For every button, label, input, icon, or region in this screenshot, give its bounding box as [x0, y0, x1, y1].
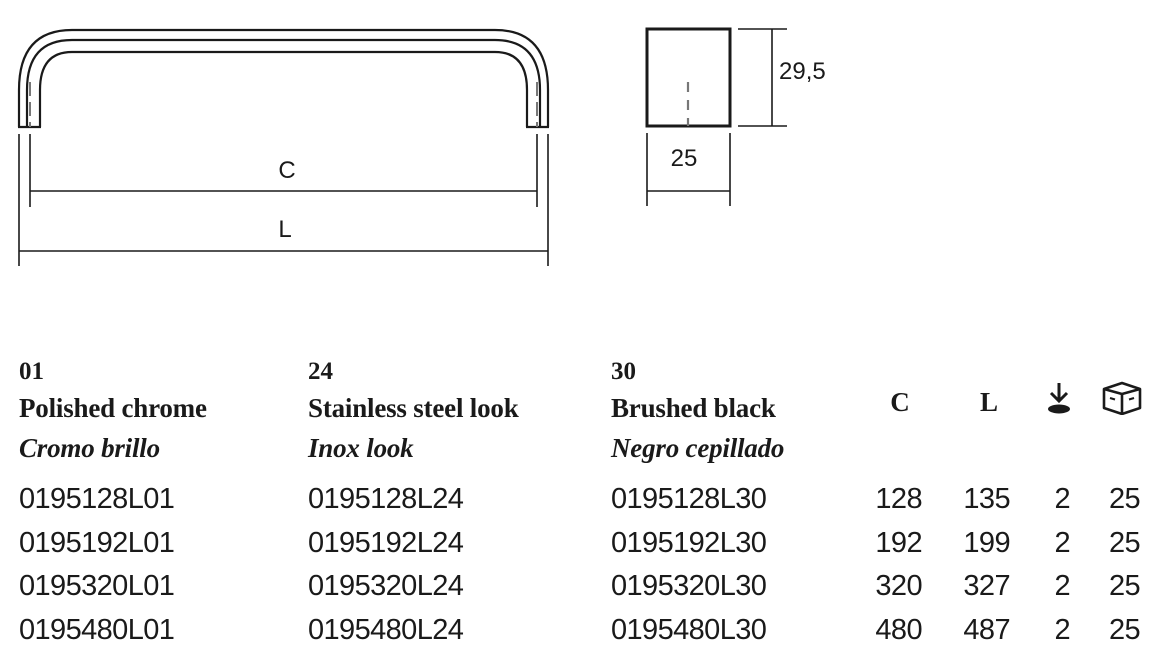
screws-value: 2	[1054, 526, 1070, 559]
finish-code: 30	[611, 358, 636, 385]
references-finish-01: 0195128L01 0195192L01 0195320L01 0195480…	[19, 478, 175, 652]
box-quantity-value: 25	[1108, 526, 1141, 559]
reference-code: 0195192L30	[611, 526, 767, 559]
l-value: 327	[963, 570, 1010, 602]
dimension-l-label: L	[278, 216, 291, 243]
finish-code: 01	[19, 358, 44, 385]
side-height-label: 29,5	[779, 58, 826, 85]
finish-code: 24	[308, 358, 333, 385]
finish-name-en: Stainless steel look	[308, 393, 519, 423]
reference-code: 0195480L30	[611, 613, 767, 646]
reference-code: 0195128L24	[308, 483, 464, 515]
screws-value: 2	[1054, 483, 1070, 515]
l-value: 135	[963, 483, 1010, 515]
finish-name-en: Polished chrome	[19, 393, 207, 423]
header-l: L	[979, 387, 998, 417]
column-screws-values: 2 2 2 2	[1030, 478, 1070, 652]
finish-name-en: Brushed black	[611, 393, 776, 423]
side-profile	[645, 27, 732, 128]
finish-column-30: 30 Brushed black Negro cepillado	[611, 352, 784, 468]
technical-drawing: C L 29,5 25	[17, 27, 826, 266]
references-finish-24: 0195128L24 0195192L24 0195320L24 0195480…	[308, 478, 464, 652]
references-finish-30: 0195128L30 0195192L30 0195320L30 0195480…	[611, 478, 767, 652]
box-quantity-value: 25	[1108, 613, 1141, 646]
handle-side-view: 29,5 25	[645, 27, 826, 206]
dimension-lines	[18, 134, 549, 266]
reference-code: 0195128L30	[611, 483, 767, 515]
package-box-icon	[1102, 381, 1142, 415]
center-lines	[29, 82, 538, 127]
reference-code: 0195480L01	[19, 613, 175, 646]
finish-name-es: Inox look	[308, 433, 414, 463]
reference-code: 0195192L01	[19, 526, 175, 559]
c-value: 480	[875, 613, 922, 646]
c-value: 128	[875, 483, 922, 515]
screws-value: 2	[1054, 570, 1070, 602]
c-value: 320	[875, 570, 922, 602]
handle-inner-contour	[38, 50, 529, 127]
reference-code: 0195320L01	[19, 570, 175, 602]
column-c-values: 128 192 320 480	[850, 478, 922, 652]
reference-code: 0195320L24	[308, 570, 464, 602]
screws-value: 2	[1054, 613, 1070, 646]
l-value: 487	[963, 613, 1010, 646]
box-quantity-value: 25	[1108, 570, 1141, 602]
finish-column-01: 01 Polished chrome Cromo brillo	[19, 352, 207, 468]
finish-column-24: 24 Stainless steel look Inox look	[308, 352, 519, 468]
reference-code: 0195128L01	[19, 483, 175, 515]
column-box-values: 25 25 25 25	[1090, 478, 1141, 652]
reference-code: 0195320L30	[611, 570, 767, 602]
reference-code: 0195192L24	[308, 526, 464, 559]
finish-name-es: Negro cepillado	[611, 433, 785, 463]
handle-outer-contour	[17, 28, 550, 127]
finish-name-es: Cromo brillo	[19, 433, 160, 463]
l-value: 199	[963, 526, 1010, 559]
dimension-c-label: C	[278, 157, 295, 184]
handle-middle-contour	[25, 38, 542, 127]
c-value: 192	[875, 526, 922, 559]
box-quantity-value: 25	[1108, 483, 1141, 515]
reference-code: 0195480L24	[308, 613, 464, 646]
side-width-label: 25	[671, 145, 698, 172]
screw-fixing-icon	[1048, 383, 1070, 414]
header-c: C	[890, 387, 910, 417]
column-l-values: 135 199 327 487	[938, 478, 1010, 652]
handle-front-view	[17, 28, 550, 129]
